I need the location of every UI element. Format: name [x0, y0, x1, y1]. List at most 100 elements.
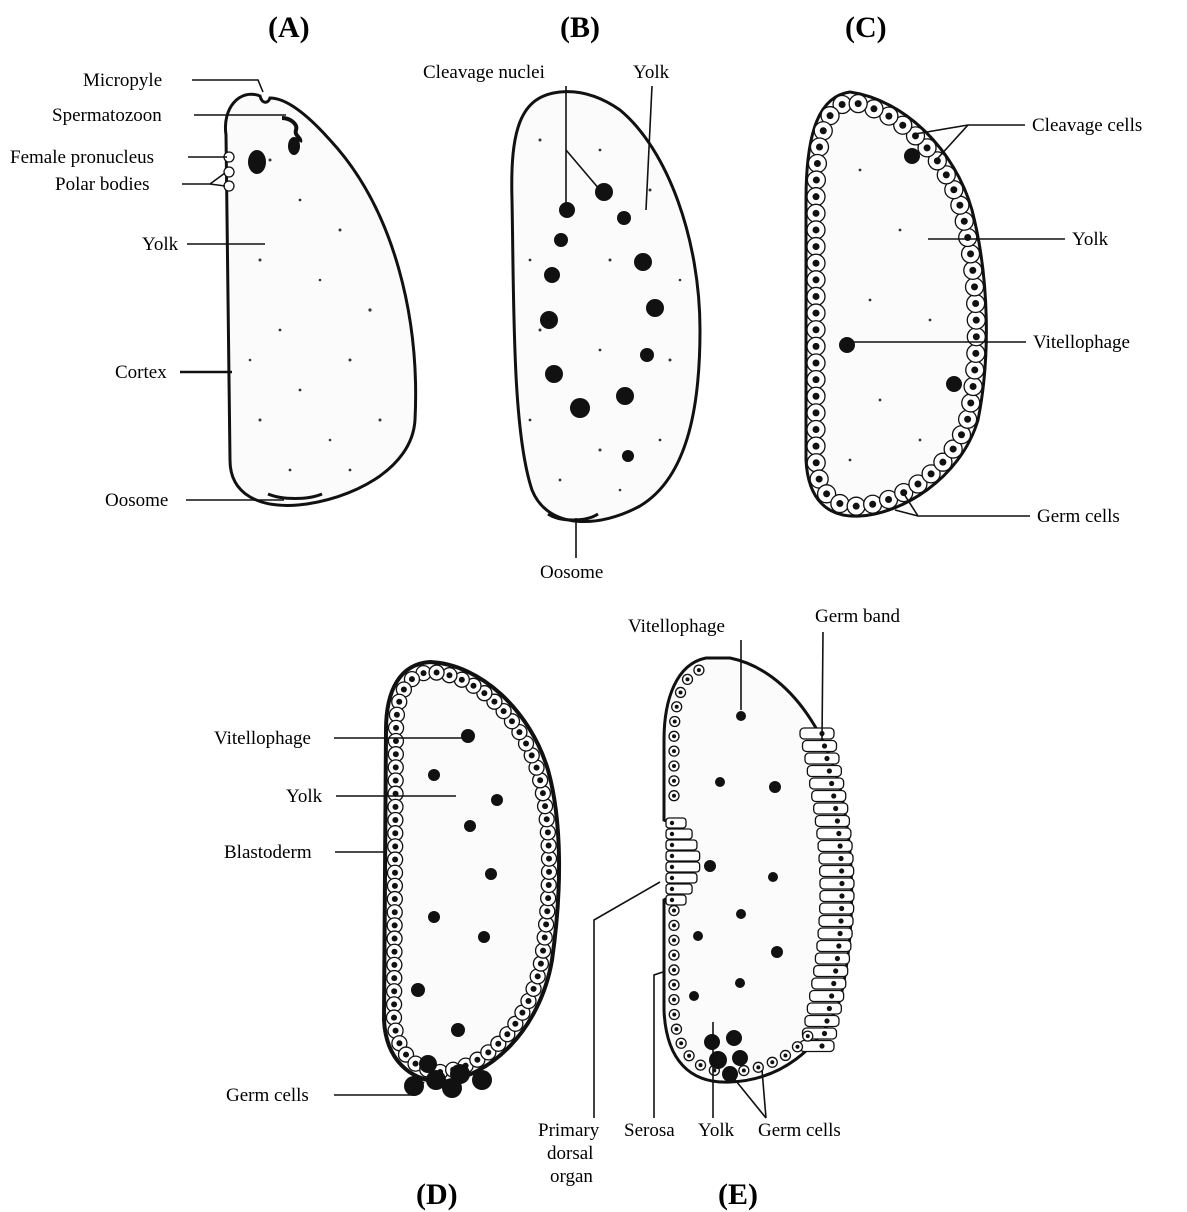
germ-band-cell — [810, 778, 844, 789]
label-micropyle: Micropyle — [83, 70, 162, 91]
germ-band-cell-nucleus — [827, 768, 832, 773]
serosa-cell-nucleus — [675, 705, 679, 709]
blastoderm-cell-nucleus — [413, 1061, 419, 1067]
serosa-cell-nucleus — [672, 909, 676, 913]
cleavage-cell-nucleus — [823, 490, 830, 497]
germ-band-cell — [800, 728, 834, 739]
cleavage-cell-nucleus — [813, 343, 820, 350]
label-yolk-d: Yolk — [286, 786, 323, 807]
serosa-cell-nucleus — [672, 998, 676, 1002]
cleavage-cell-nucleus — [813, 276, 820, 283]
label-vitellophage-c: Vitellophage — [1033, 332, 1130, 353]
blastoderm-cell-nucleus — [538, 961, 544, 967]
germ-band-cell — [815, 816, 849, 827]
blastoderm-cell-nucleus — [509, 718, 515, 724]
panel-e: (E) Vitellophage Germ band Primary dorsa… — [538, 606, 900, 1211]
leader-germ-cells-e-2 — [732, 1076, 766, 1118]
dorsal-organ-cell-nucleus — [670, 854, 674, 858]
cleavage-cell-nucleus — [961, 218, 968, 225]
cleavage-cell-nucleus — [970, 383, 977, 390]
cleavage-cell-nucleus — [969, 267, 976, 274]
label-cortex: Cortex — [115, 362, 167, 383]
cleavage-cell-nucleus — [816, 143, 823, 150]
blastoderm-cell-nucleus — [393, 751, 399, 757]
germ-band-cell — [814, 803, 848, 814]
dorsal-organ-cell-nucleus — [670, 898, 674, 902]
label-germ-cells-e: Germ cells — [758, 1120, 841, 1141]
blastoderm-cell-nucleus — [392, 817, 398, 823]
serosa-cell-nucleus — [685, 677, 689, 681]
cleavage-cell-nucleus — [813, 193, 820, 200]
dorsal-organ-cell-nucleus — [670, 887, 674, 891]
cleavage-cell-nucleus — [813, 293, 820, 300]
blastoderm-cell-nucleus — [391, 962, 397, 968]
panel-b-letter: (B) — [560, 11, 600, 44]
cleavage-cell-nucleus — [813, 459, 820, 466]
serosa-cell-nucleus — [795, 1045, 799, 1049]
panel-e-letter: (E) — [718, 1178, 758, 1211]
blastoderm-cell-nucleus — [393, 1028, 399, 1034]
cleavage-cell-nucleus — [967, 399, 974, 406]
serosa-cell-nucleus — [672, 938, 676, 942]
blastoderm-cell-nucleus — [491, 699, 497, 705]
label-yolk-a: Yolk — [142, 234, 179, 255]
blastoderm-cell-nucleus — [529, 752, 535, 758]
vitellophage-c — [839, 337, 855, 353]
germ-band-cell-nucleus — [839, 893, 844, 898]
blastoderm-cell-nucleus — [392, 909, 398, 915]
leader-cleavage-cells-1 — [915, 125, 1025, 134]
germ-band-cell — [818, 928, 852, 939]
label-yolk-c: Yolk — [1072, 229, 1109, 250]
blastoderm-cell-nucleus — [393, 764, 399, 770]
blastoderm-cell-nucleus — [392, 830, 398, 836]
germ-band-cell — [820, 903, 854, 914]
germ-band-cell-nucleus — [824, 1018, 829, 1023]
leader-germ-band — [822, 632, 823, 740]
leader-micropyle — [192, 80, 263, 92]
blastoderm-cell-nucleus — [393, 725, 399, 731]
germ-band-cell-nucleus — [829, 781, 834, 786]
panel-a-letter: (A) — [268, 11, 310, 44]
germ-band-cell-nucleus — [837, 843, 842, 848]
germ-band-cell-nucleus — [831, 793, 836, 798]
cleavage-cell-nucleus — [885, 113, 892, 120]
germ-band-cell-nucleus — [839, 881, 844, 886]
blastoderm-cell-nucleus — [542, 803, 548, 809]
germ-band-cell — [820, 878, 854, 889]
cleavage-cell-nucleus — [973, 317, 980, 324]
cleavage-cell-nucleus — [950, 186, 957, 193]
germ-band-cell-nucleus — [836, 943, 841, 948]
serosa-cell-nucleus — [672, 794, 676, 798]
blastoderm-cell-nucleus — [485, 1049, 491, 1055]
label-primary-dorsal-organ-3: organ — [550, 1166, 593, 1187]
blastoderm-cell-nucleus — [519, 1010, 525, 1016]
cleavage-cell-nucleus — [836, 500, 843, 507]
germ-band-cell-nucleus — [824, 756, 829, 761]
label-cleavage-nuclei: Cleavage nuclei — [423, 62, 545, 83]
cleavage-cell-nucleus — [827, 112, 834, 119]
germ-band-cell-nucleus — [838, 918, 843, 923]
panel-d: (D) Vitellophage Yolk Blastoderm Germ ce… — [214, 662, 559, 1211]
blastoderm-cell-nucleus — [516, 729, 522, 735]
cleavage-cell-nucleus — [869, 501, 876, 508]
germ-band-cell — [805, 753, 839, 764]
blastoderm-cell-nucleus — [537, 777, 543, 783]
cleavage-cell-nucleus — [972, 350, 979, 357]
panel-d-egg — [384, 662, 559, 1082]
blastoderm-cell-nucleus — [403, 1052, 409, 1058]
germ-band-cell-nucleus — [836, 831, 841, 836]
blastoderm-cell-nucleus — [393, 778, 399, 784]
germ-band-cell-nucleus — [829, 993, 834, 998]
cleavage-cell-nucleus — [813, 210, 820, 217]
blastoderm-cell-nucleus — [481, 690, 487, 696]
cleavage-cell-nucleus — [814, 160, 821, 167]
cleavage-cell-nucleus — [900, 489, 907, 496]
blastoderm-cell-nucleus — [392, 804, 398, 810]
label-primary-dorsal-organ-1: Primary — [538, 1120, 600, 1141]
germ-band-cell-nucleus — [833, 968, 838, 973]
dorsal-organ-cell-nucleus — [670, 876, 674, 880]
blastoderm-cell-nucleus — [392, 870, 398, 876]
blastoderm-cell-nucleus — [459, 677, 465, 683]
label-vitellophage-d: Vitellophage — [214, 728, 311, 749]
